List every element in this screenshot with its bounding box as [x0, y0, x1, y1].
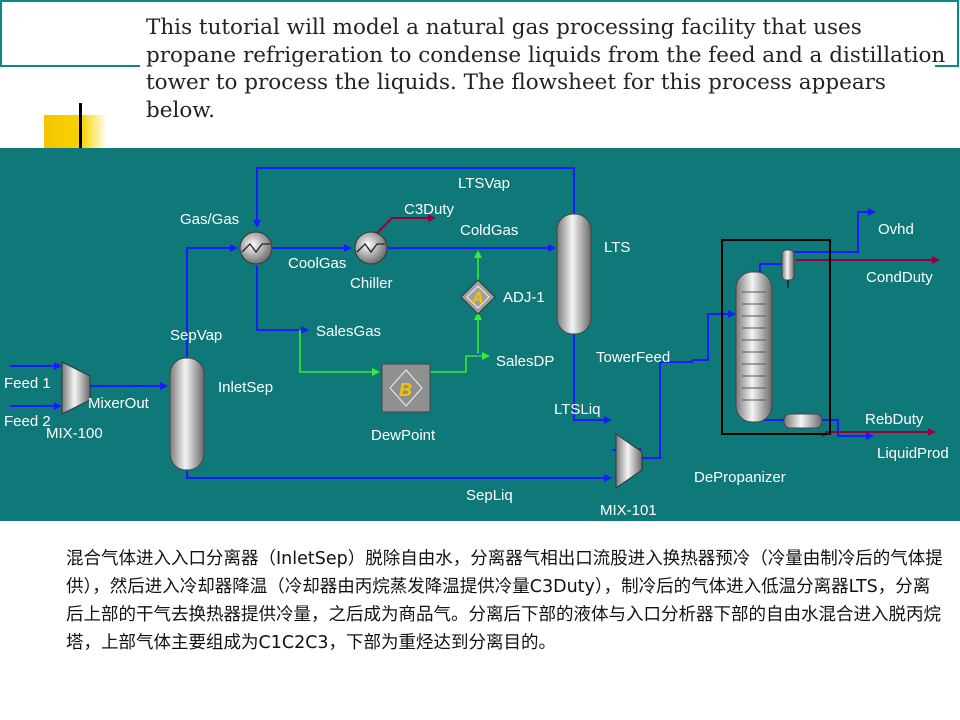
description-paragraph: 混合气体进入入口分离器（InletSep）脱除自由水，分离器气相出口流股进入换热… [66, 549, 943, 653]
label-mix100: MIX-100 [46, 425, 103, 442]
label-mixerout: MixerOut [88, 395, 150, 412]
label-condduty: CondDuty [866, 269, 933, 286]
label-feed2: Feed 2 [4, 413, 51, 430]
mixer-mix101[interactable] [615, 433, 643, 489]
label-salesdp: SalesDP [496, 353, 554, 370]
label-chiller: Chiller [350, 275, 393, 292]
header-frame [0, 0, 959, 67]
label-c3duty: C3Duty [404, 201, 455, 218]
vessel-lts[interactable] [556, 213, 592, 335]
label-sepliq: SepLiq [466, 487, 513, 504]
dewpoint-letter: B [399, 380, 412, 400]
ovhd-stream[interactable] [790, 208, 876, 253]
label-liquidprod: LiquidProd [877, 445, 949, 462]
label-coldgas: ColdGas [460, 222, 518, 239]
balance-dewpoint[interactable] [381, 363, 431, 413]
accent-divider [79, 103, 82, 148]
label-gas-gas: Gas/Gas [180, 211, 239, 228]
flowsheet-background [0, 148, 960, 521]
exchanger-gas-gas[interactable] [239, 231, 273, 265]
label-coolgas: CoolGas [288, 255, 346, 272]
chiller[interactable] [354, 231, 388, 265]
label-rebduty: RebDuty [865, 411, 924, 428]
mixer-mix100[interactable] [61, 361, 91, 415]
label-feed1: Feed 1 [4, 375, 51, 392]
intro-paragraph: This tutorial will model a natural gas p… [146, 15, 946, 123]
ltsvap-stream[interactable] [253, 167, 575, 228]
accent-bar [44, 115, 107, 148]
label-mix101: MIX-101 [600, 502, 657, 519]
mix101-out-stream[interactable] [642, 360, 693, 459]
sepvap-stream[interactable] [186, 244, 238, 358]
label-ovhd: Ovhd [878, 221, 914, 238]
salesgas-to-dewpoint[interactable] [299, 330, 380, 376]
column-depropanizer[interactable] [735, 271, 773, 423]
vessel-inletsep[interactable] [169, 357, 205, 471]
adj-letter: A [471, 290, 484, 307]
label-adj1: ADJ-1 [503, 289, 545, 306]
label-inletsep: InletSep [218, 379, 273, 396]
process-flowsheet: Feed 1 Feed 2 MixerOut MIX-100 SepVap In… [0, 148, 960, 521]
label-ltsvap: LTSVap [458, 175, 510, 192]
label-sepvap: SepVap [170, 327, 222, 344]
c3duty-stream[interactable] [371, 214, 436, 239]
label-salesgas: SalesGas [316, 323, 381, 340]
sepliq-stream[interactable] [186, 468, 612, 482]
ltsliq-stream[interactable] [573, 334, 612, 424]
depropanizer-frame[interactable] [721, 239, 831, 435]
label-ltsliq: LTSLiq [554, 401, 600, 418]
label-depropanizer: DePropanizer [694, 469, 786, 486]
label-towerfeed: TowerFeed [596, 349, 670, 366]
label-dewpoint: DewPoint [371, 427, 436, 444]
condenser-drum[interactable] [781, 249, 795, 281]
dewpoint-to-salesdp[interactable] [430, 352, 490, 373]
reboiler[interactable] [783, 413, 823, 429]
adjust-adj1[interactable] [460, 279, 496, 315]
label-lts: LTS [604, 239, 630, 256]
salesgas-stream[interactable] [256, 266, 309, 334]
